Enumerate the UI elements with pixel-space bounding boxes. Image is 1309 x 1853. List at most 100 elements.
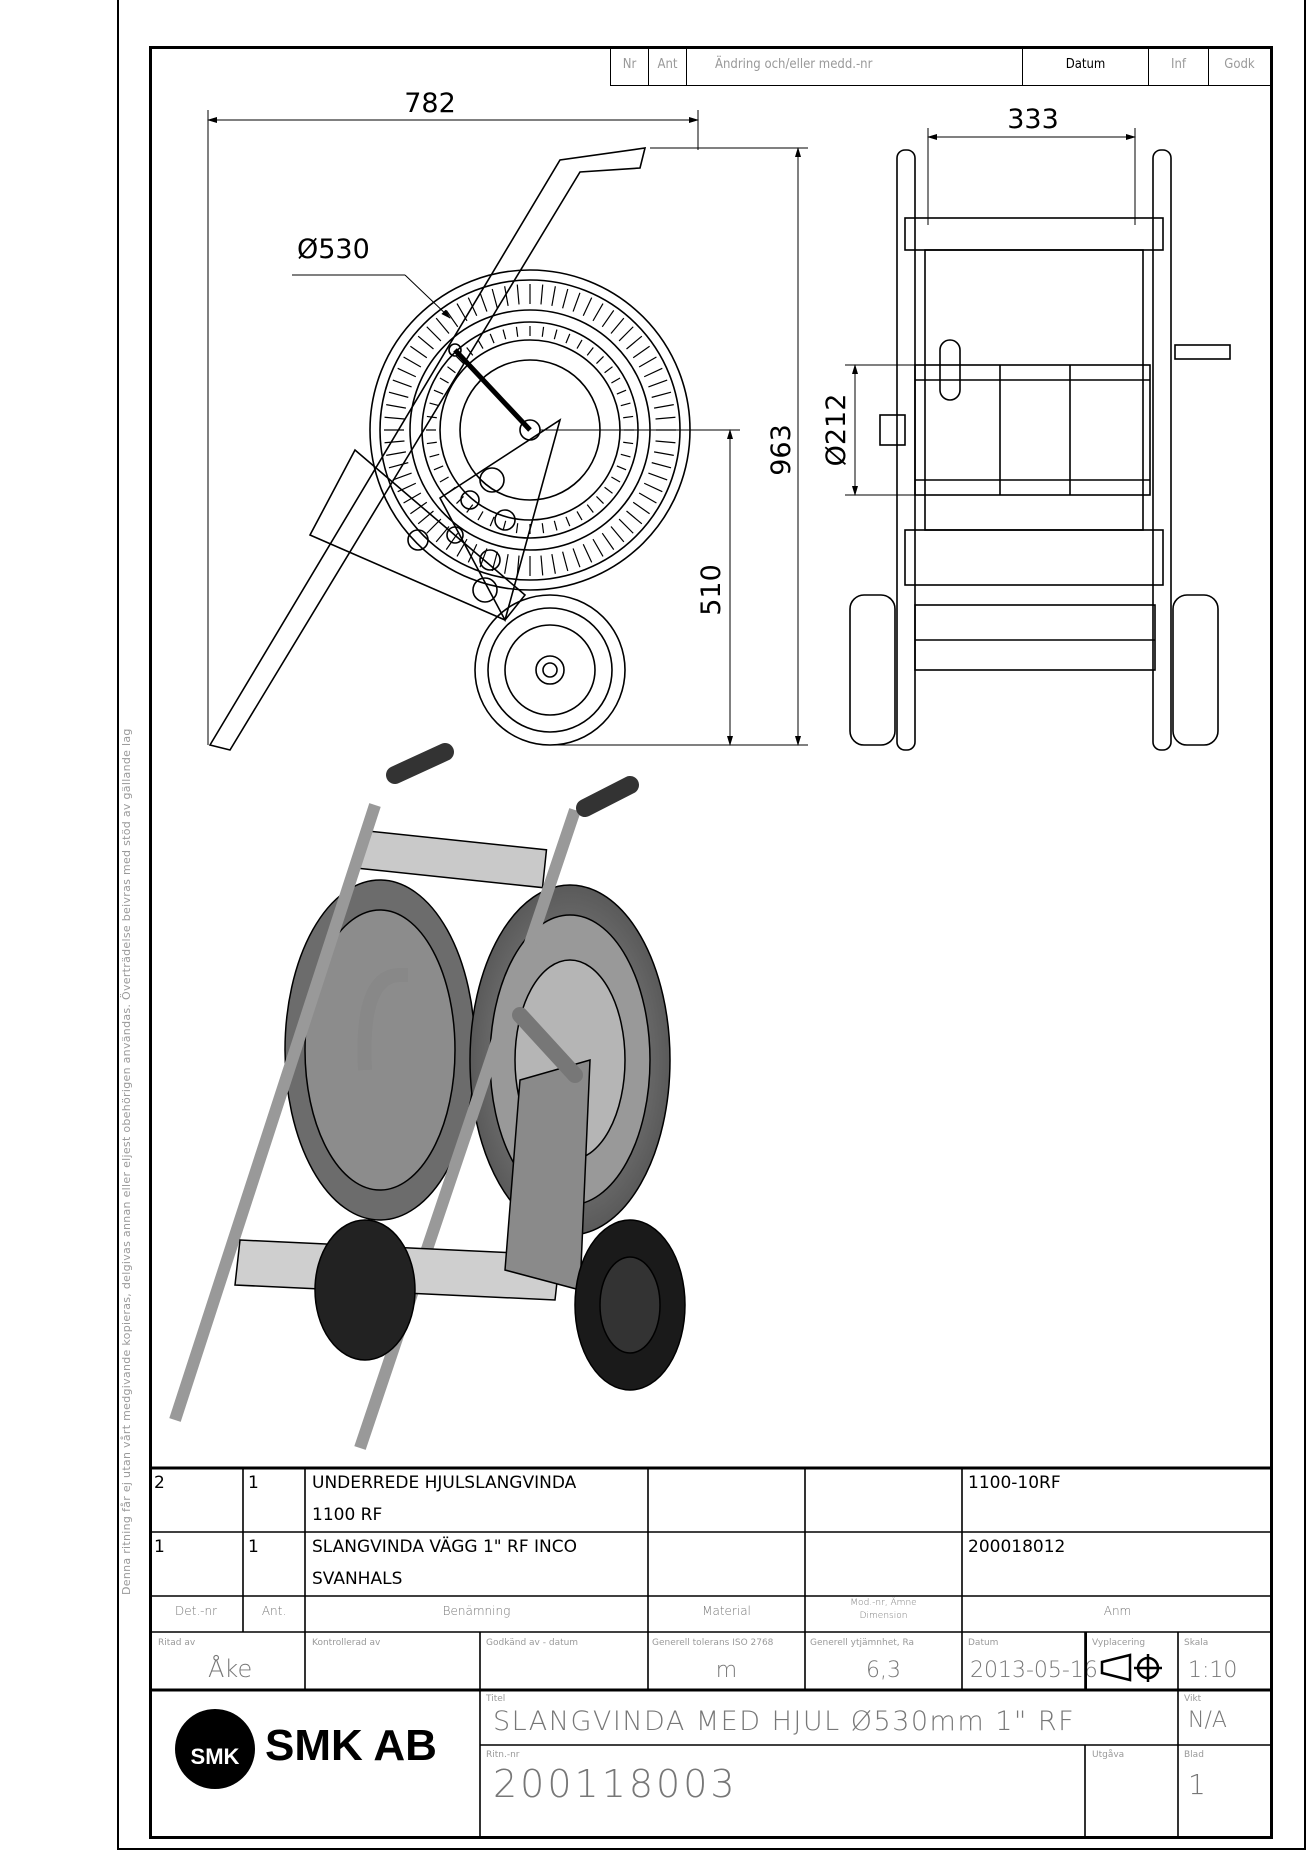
- reel-slot: [445, 310, 459, 328]
- col-name-header: Benämning: [442, 1604, 511, 1618]
- dim-drum-diameter: Ø212: [821, 394, 852, 467]
- part-row-2-name: SLANGVINDA VÄGG 1" RF INCO: [312, 1537, 577, 1557]
- part-row-2-name-2: SVANHALS: [312, 1569, 403, 1589]
- title-label: Titel: [486, 1694, 506, 1704]
- reel-slot: [386, 451, 407, 456]
- reel-slot: [648, 472, 668, 481]
- tolerance-label: Generell tolerans ISO 2768: [652, 1638, 774, 1648]
- dim-height: 963: [766, 424, 797, 476]
- reel-slot: [620, 453, 631, 458]
- drawing-number: 200118003: [493, 1762, 738, 1806]
- reel-slot: [611, 377, 621, 384]
- reel-slot: [541, 326, 545, 337]
- reel-slot: [397, 367, 417, 378]
- rev-nr-header: Nr: [610, 46, 648, 86]
- reel-slot: [466, 347, 474, 356]
- reel-slot: [648, 379, 668, 388]
- iso-top-bar: [357, 829, 548, 889]
- drawing-no-label: Ritn.-nr: [486, 1750, 520, 1760]
- reel-slot: [479, 292, 488, 312]
- reel-slot: [456, 538, 468, 557]
- reel-slot: [410, 345, 428, 359]
- reel-slot: [429, 402, 440, 407]
- reel-slot: [582, 297, 593, 317]
- reel-slot: [515, 326, 519, 337]
- reel-slot: [553, 520, 558, 531]
- sheet-frame: [117, 0, 1306, 1850]
- reel-slot: [417, 335, 434, 350]
- reel-slot: [586, 504, 594, 513]
- isometric-view: [169, 743, 686, 1450]
- reel-slot: [565, 516, 571, 527]
- dim-frame-width: 333: [1007, 104, 1059, 135]
- reel-slot: [504, 286, 509, 307]
- reel-slot: [541, 523, 545, 534]
- dim-reel-diameter: Ø530: [297, 234, 370, 265]
- reel-slot: [447, 366, 456, 374]
- weight-value: N/A: [1188, 1708, 1227, 1733]
- base-tray: [308, 448, 527, 621]
- reel-slot: [572, 548, 581, 568]
- scale-label: Skala: [1184, 1638, 1209, 1648]
- side-wheel: [474, 594, 626, 746]
- reel-slot: [643, 367, 663, 378]
- rev-date-header: Datum: [1022, 46, 1148, 86]
- drawn-by-value: Åke: [208, 1655, 253, 1683]
- part-row-1-ant: 1: [248, 1473, 259, 1493]
- reel-slot: [651, 391, 672, 398]
- reel-slot: [426, 441, 437, 445]
- reel-slot: [592, 538, 604, 557]
- part-row-1-name-2: 1100 RF: [312, 1505, 383, 1525]
- iso-wheel-back: [314, 1219, 416, 1361]
- reel-slot: [638, 356, 657, 368]
- part-row-2-remark: 200018012: [968, 1537, 1066, 1557]
- company-logo: SMK: [175, 1709, 255, 1789]
- date-label: Datum: [968, 1638, 999, 1648]
- reel-slot: [426, 326, 442, 342]
- reel-slot: [638, 492, 657, 504]
- roughness-label: Generell ytjämnhet, Ra: [810, 1638, 915, 1648]
- sheet-label: Blad: [1184, 1750, 1204, 1760]
- reel-slot: [655, 440, 676, 444]
- reel-slot: [384, 440, 405, 444]
- reel-slot: [604, 366, 613, 374]
- reel-slot: [467, 543, 478, 563]
- reel-slot: [582, 543, 593, 563]
- reel-slot: [386, 404, 407, 409]
- front-wheel-right: [1172, 594, 1219, 746]
- reel-slot: [433, 389, 444, 395]
- reel-slot: [562, 288, 569, 309]
- reel-slot: [477, 511, 484, 521]
- reel-slot: [586, 347, 594, 356]
- drawing-frame: [149, 46, 1273, 1839]
- reel-slot: [653, 404, 674, 409]
- scale-value: 1:10: [1188, 1658, 1238, 1683]
- side-plate: [438, 418, 562, 623]
- reel-slot: [562, 551, 569, 572]
- reel-slot: [611, 476, 621, 483]
- reel-slot: [576, 339, 583, 349]
- rev-approved-header: Godk: [1208, 46, 1270, 86]
- reel-slot: [540, 555, 544, 576]
- reel-slot: [618, 326, 634, 342]
- reel-slot: [439, 377, 449, 384]
- reel-slot: [632, 501, 650, 515]
- dim-width: 782: [404, 88, 456, 119]
- reel-slot: [596, 356, 604, 364]
- issue-label: Utgåva: [1092, 1750, 1125, 1760]
- drawn-by-label: Ritad av: [158, 1638, 196, 1648]
- reel-slot: [456, 356, 464, 364]
- col-det-header: Det.-nr: [174, 1604, 217, 1618]
- weight-label: Vikt: [1184, 1694, 1202, 1704]
- reel-slot: [435, 317, 450, 334]
- reel-slot: [397, 482, 417, 493]
- reel-slot: [502, 520, 507, 531]
- date-value: 2013-05-16: [970, 1658, 1098, 1683]
- drawing-title: SLANGVINDA MED HJUL Ø530mm 1" RF: [493, 1706, 1076, 1737]
- reel-slot: [429, 453, 440, 458]
- reel-slot: [392, 379, 412, 388]
- sheet-value: 1: [1188, 1768, 1206, 1801]
- reel-slot: [601, 310, 615, 328]
- approved-label: Godkänd av - datum: [486, 1638, 579, 1648]
